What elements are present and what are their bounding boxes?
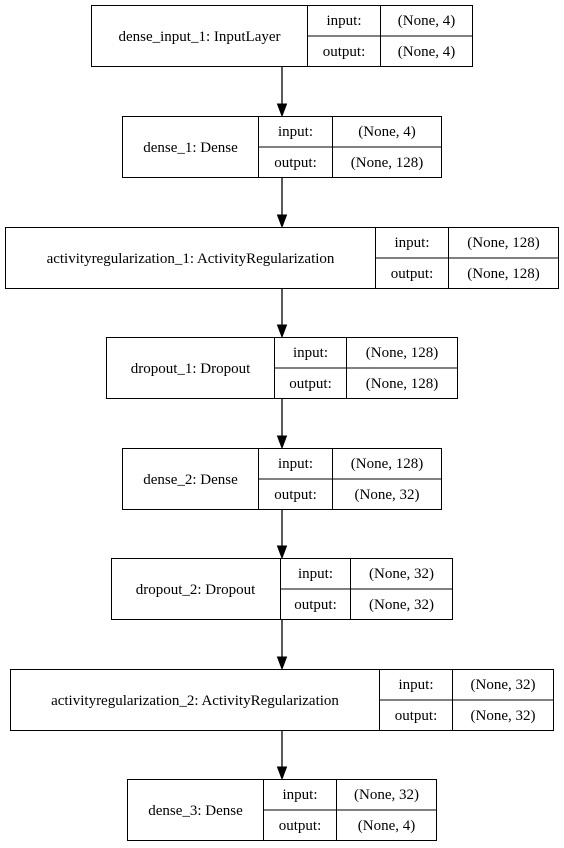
node-name: activityregularization_2: ActivityRegula… bbox=[51, 693, 339, 709]
node-name: dropout_1: Dropout bbox=[131, 361, 251, 377]
input-shape: (None, 32) bbox=[369, 566, 434, 582]
output-label: output: bbox=[323, 44, 366, 60]
node-dense-3: dense_3: Dense input: output: (None, 32)… bbox=[127, 779, 437, 841]
output-shape: (None, 128) bbox=[351, 155, 423, 171]
node-name: dense_1: Dense bbox=[143, 140, 238, 156]
input-label: input: bbox=[394, 235, 429, 251]
node-activityregularization-1: activityregularization_1: ActivityRegula… bbox=[5, 227, 559, 289]
input-shape: (None, 128) bbox=[467, 235, 539, 251]
edge-6 bbox=[276, 619, 288, 671]
output-label: output: bbox=[294, 597, 337, 613]
node-name: activityregularization_1: ActivityRegula… bbox=[47, 251, 335, 267]
output-shape: (None, 4) bbox=[358, 818, 415, 834]
input-label: input: bbox=[278, 124, 313, 140]
input-label: input: bbox=[326, 13, 361, 29]
input-shape: (None, 4) bbox=[398, 13, 455, 29]
output-shape: (None, 128) bbox=[467, 266, 539, 282]
output-shape: (None, 128) bbox=[366, 376, 438, 392]
edge-4 bbox=[276, 398, 288, 450]
node-name: dropout_2: Dropout bbox=[136, 582, 256, 598]
output-label: output: bbox=[391, 266, 434, 282]
input-shape: (None, 32) bbox=[354, 787, 419, 803]
input-label: input: bbox=[293, 345, 328, 361]
edge-5 bbox=[276, 509, 288, 560]
edges bbox=[276, 67, 288, 781]
input-label: input: bbox=[398, 677, 433, 693]
edge-3 bbox=[276, 288, 288, 339]
input-label: input: bbox=[298, 566, 333, 582]
output-label: output: bbox=[274, 487, 317, 503]
node-dense-2: dense_2: Dense input: output: (None, 128… bbox=[122, 448, 442, 510]
node-dense-input-1: dense_input_1: InputLayer input: output:… bbox=[91, 5, 473, 67]
output-shape: (None, 32) bbox=[471, 708, 536, 724]
output-shape: (None, 32) bbox=[355, 487, 420, 503]
edge-1 bbox=[276, 67, 288, 118]
output-label: output: bbox=[289, 376, 332, 392]
input-label: input: bbox=[282, 787, 317, 803]
node-dropout-2: dropout_2: Dropout input: output: (None,… bbox=[111, 558, 453, 620]
edge-7 bbox=[276, 730, 288, 781]
node-activityregularization-2: activityregularization_2: ActivityRegula… bbox=[10, 669, 554, 731]
edge-2 bbox=[276, 177, 288, 229]
node-name: dense_3: Dense bbox=[148, 803, 243, 819]
input-shape: (None, 128) bbox=[351, 456, 423, 472]
output-shape: (None, 32) bbox=[369, 597, 434, 613]
node-name: dense_2: Dense bbox=[143, 472, 238, 488]
input-label: input: bbox=[278, 456, 313, 472]
output-label: output: bbox=[274, 155, 317, 171]
output-label: output: bbox=[279, 818, 322, 834]
input-shape: (None, 128) bbox=[366, 345, 438, 361]
input-shape: (None, 32) bbox=[471, 677, 536, 693]
output-label: output: bbox=[395, 708, 438, 724]
node-dense-1: dense_1: Dense input: output: (None, 4) … bbox=[122, 116, 442, 178]
input-shape: (None, 4) bbox=[358, 124, 415, 140]
output-shape: (None, 4) bbox=[398, 44, 455, 60]
node-name: dense_input_1: InputLayer bbox=[118, 29, 280, 45]
node-dropout-1: dropout_1: Dropout input: output: (None,… bbox=[106, 337, 458, 399]
